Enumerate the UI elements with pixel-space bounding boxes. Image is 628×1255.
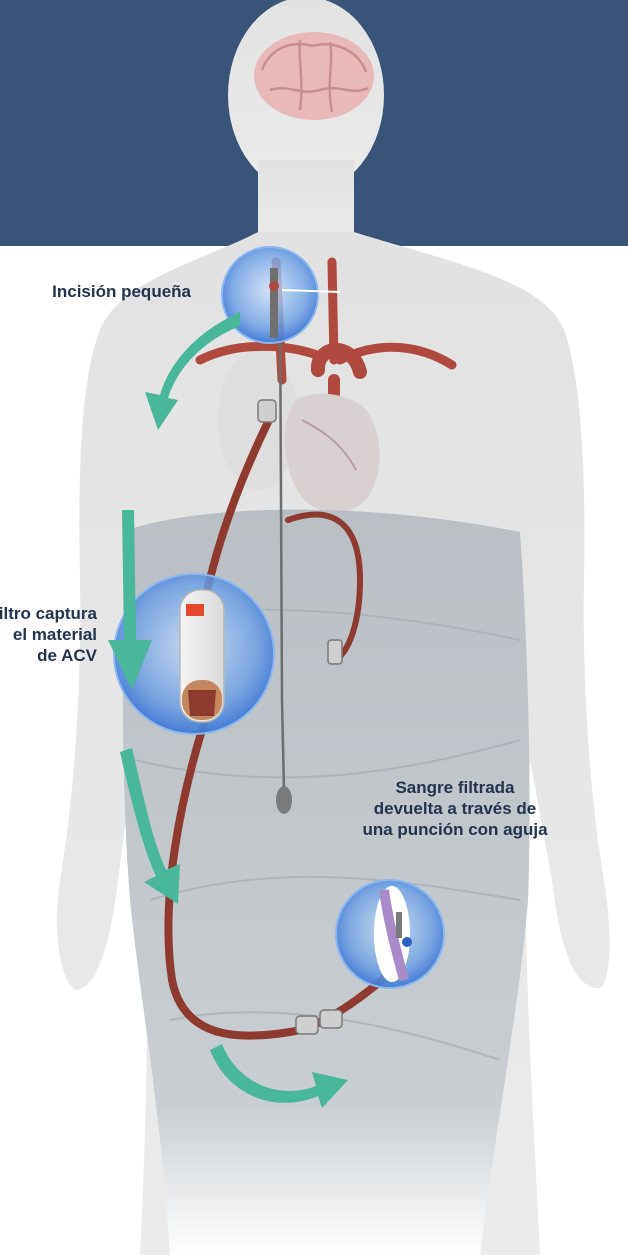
filter-capture-line-2: el material bbox=[0, 624, 97, 645]
incision-label: Incisión pequeña bbox=[52, 281, 191, 302]
filter-capture-line-1: Filtro captura bbox=[0, 603, 97, 624]
filtered-blood-line-2: devuelta a través de bbox=[310, 798, 600, 819]
filtered-blood-label: Sangre filtrada devuelta a través de una… bbox=[310, 777, 600, 840]
filter-device-icon bbox=[180, 590, 224, 722]
filter-capture-label: Filtro captura el material de ACV bbox=[0, 603, 97, 666]
filtered-blood-line-3: una punción con aguja bbox=[310, 819, 600, 840]
brain-icon bbox=[254, 32, 374, 120]
filtered-blood-line-1: Sangre filtrada bbox=[310, 777, 600, 798]
filter-capture-line-3: de ACV bbox=[0, 645, 97, 666]
